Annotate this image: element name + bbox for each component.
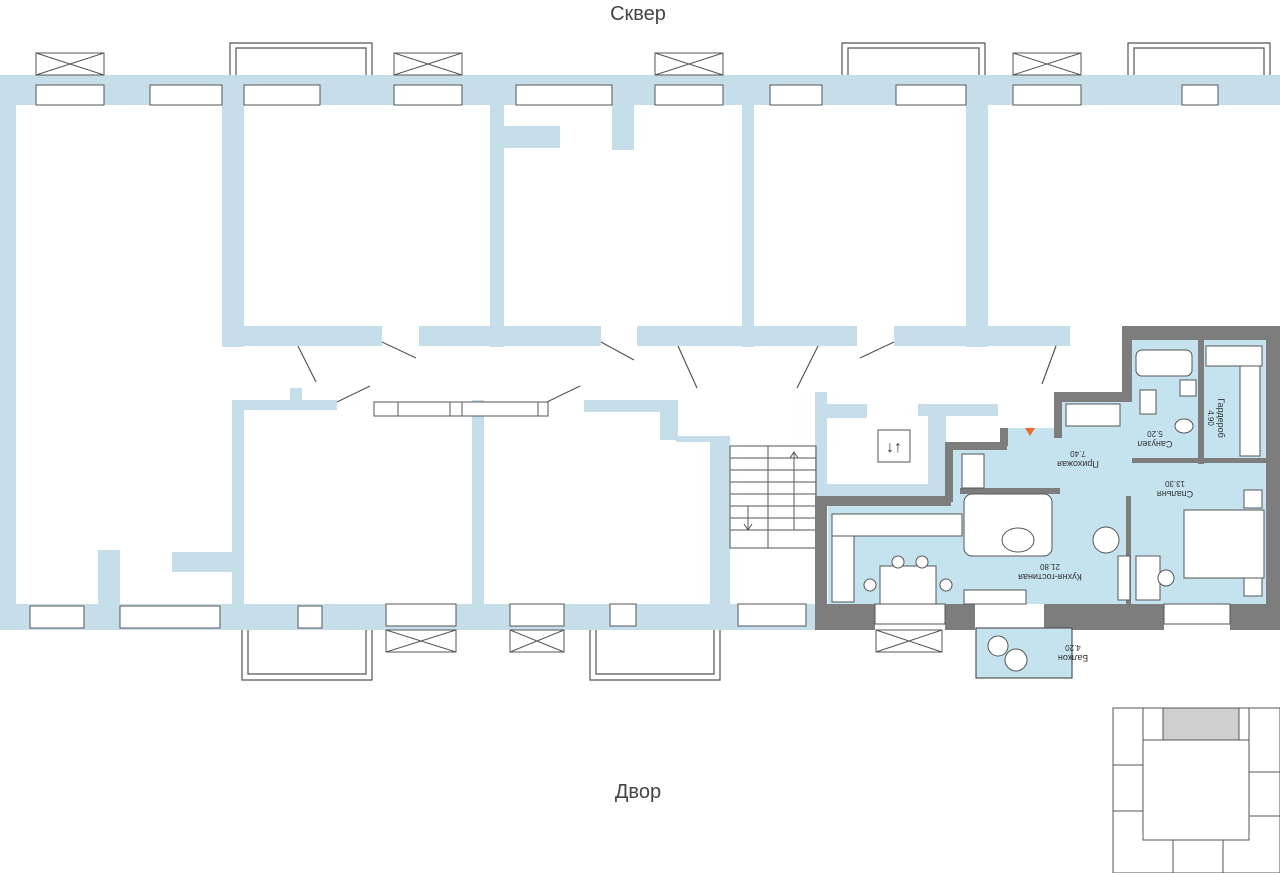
key-plan-highlight [1162,707,1240,741]
room-area-bedroom: 13.30 [1164,479,1185,488]
elevator: ↓↑ [877,429,911,463]
key-plan [1112,707,1280,873]
door-swings [297,341,1057,403]
elevator-icon: ↓↑ [886,439,902,456]
room-name-hallway: Прихожая [1057,459,1099,469]
top-ac-units [35,52,1082,76]
room-name-bedroom: Спальня [1157,489,1193,499]
corridor-partitions [373,401,549,417]
room-area-kitchen: 21.80 [1039,562,1060,571]
room-name-balcony: Балкон [1058,653,1088,663]
room-name-bathroom: Санузел [1137,439,1172,449]
room-area-bathroom: 5.20 [1147,429,1163,438]
room-labels: Прихожая 7.40 Санузел 5.20 Гардероб 4.90… [1018,398,1226,663]
bottom-windows [29,603,807,629]
top-side-label: Сквер [610,3,666,25]
room-area-hallway: 7.40 [1070,449,1086,458]
top-windows [35,84,1219,106]
bottom-ac-units [385,629,943,653]
room-area-balcony: 4.20 [1065,643,1081,652]
top-balconies [229,42,1271,75]
bottom-balconies [241,630,721,681]
room-name-wardrobe: Гардероб [1216,398,1226,438]
bottom-side-label: Двор [615,781,661,803]
entrance-marker [1025,428,1035,436]
staircase [729,445,817,549]
room-area-wardrobe: 4.90 [1206,410,1215,426]
selected-apartment [815,326,1280,679]
room-name-kitchen: Кухня-гостиная [1018,572,1082,582]
